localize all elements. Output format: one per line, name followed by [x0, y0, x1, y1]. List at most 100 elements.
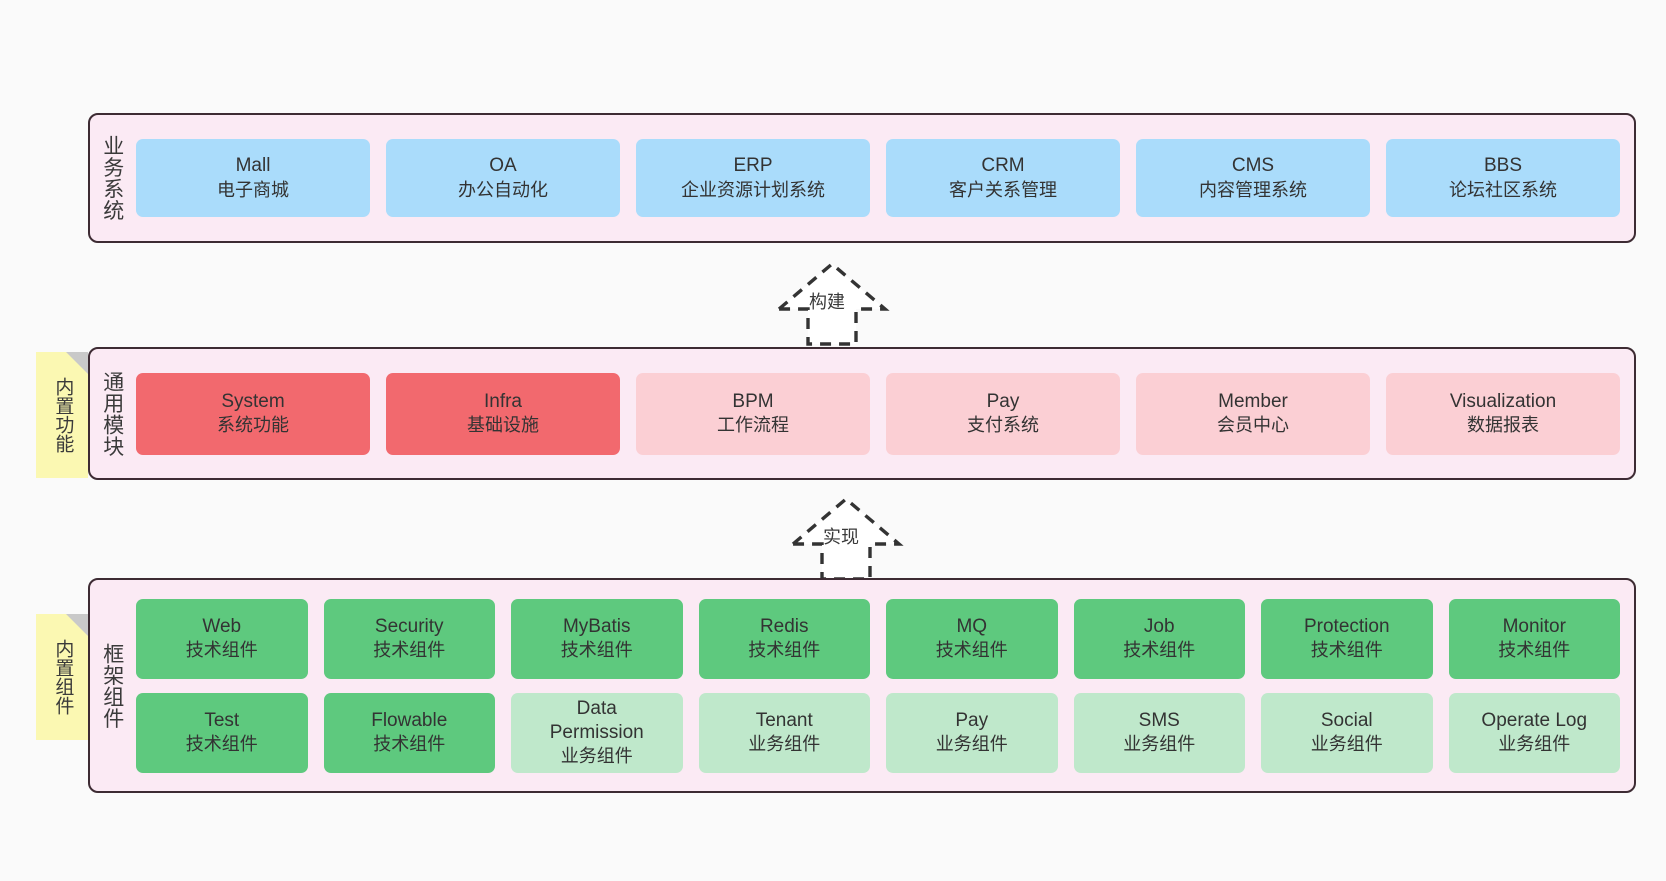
- card-subtitle: 基础设施: [467, 415, 539, 436]
- card-title: Operate Log: [1481, 709, 1588, 731]
- card-subtitle: 业务组件: [1498, 734, 1571, 755]
- card-subtitle: 技术组件: [1123, 640, 1196, 661]
- card-monitor[interactable]: Monitor 技术组件: [1448, 598, 1620, 679]
- layer-body-business-systems: Mall 电子商城 OA 办公自动化 ERP 企业资源计划系统 CRM 客户关系…: [134, 115, 1634, 241]
- card-infra[interactable]: Infra 基础设施: [386, 372, 620, 455]
- card-row: Mall 电子商城 OA 办公自动化 ERP 企业资源计划系统 CRM 客户关系…: [136, 139, 1620, 217]
- card-subtitle: 工作流程: [717, 415, 789, 436]
- card-title: Visualization: [1449, 390, 1557, 412]
- layer-title-framework-components: 框架组件: [100, 642, 124, 729]
- card-cms[interactable]: CMS 内容管理系统: [1136, 139, 1370, 217]
- card-erp[interactable]: ERP 企业资源计划系统: [636, 139, 870, 217]
- card-pay-module[interactable]: Pay 支付系统: [886, 372, 1120, 455]
- card-operate-log[interactable]: Operate Log 业务组件: [1448, 692, 1620, 773]
- card-subtitle: 业务组件: [935, 734, 1008, 755]
- card-title: Job: [1143, 615, 1175, 637]
- card-title: Mall: [235, 155, 271, 177]
- card-mall[interactable]: Mall 电子商城: [136, 139, 370, 217]
- card-subtitle: 技术组件: [185, 734, 258, 755]
- card-subtitle: 系统功能: [217, 415, 289, 436]
- card-oa[interactable]: OA 办公自动化: [386, 139, 620, 217]
- card-subtitle: 数据报表: [1467, 415, 1539, 436]
- card-subtitle: 业务组件: [1310, 734, 1383, 755]
- card-title: Data Permission: [549, 697, 644, 743]
- sticky-note-label: 内置功能: [52, 377, 74, 453]
- layer-title-business-systems: 业务系统: [100, 135, 124, 221]
- card-title: MyBatis: [562, 615, 631, 637]
- card-title: Member: [1218, 390, 1288, 412]
- card-subtitle: 技术组件: [935, 640, 1008, 661]
- card-bbs[interactable]: BBS 论坛社区系统: [1386, 139, 1620, 217]
- card-title: Redis: [759, 615, 809, 637]
- card-subtitle: 论坛社区系统: [1449, 179, 1557, 200]
- card-sms[interactable]: SMS 业务组件: [1073, 692, 1245, 773]
- card-tenant[interactable]: Tenant 业务组件: [698, 692, 870, 773]
- sticky-note-builtin-features: 内置功能: [36, 352, 88, 478]
- card-title: Tenant: [755, 709, 813, 731]
- card-visualization[interactable]: Visualization 数据报表: [1386, 372, 1620, 455]
- card-subtitle: 技术组件: [373, 640, 446, 661]
- card-subtitle: 客户关系管理: [949, 179, 1057, 200]
- layer-panel-business-systems: 业务系统 Mall 电子商城 OA 办公自动化 ERP 企业资源计划系统 CRM…: [88, 113, 1636, 243]
- card-flowable[interactable]: Flowable 技术组件: [323, 692, 495, 773]
- card-row: System 系统功能 Infra 基础设施 BPM 工作流程 Pay 支付系统…: [136, 372, 1620, 455]
- card-pay-component[interactable]: Pay 业务组件: [886, 692, 1058, 773]
- connector-arrow-build: 构建: [752, 258, 912, 348]
- layer-body-common-modules: System 系统功能 Infra 基础设施 BPM 工作流程 Pay 支付系统…: [134, 349, 1634, 478]
- card-title: Social: [1320, 709, 1373, 731]
- card-title: MQ: [956, 615, 988, 637]
- card-mybatis[interactable]: MyBatis 技术组件: [511, 598, 683, 679]
- card-title: Security: [374, 615, 444, 637]
- block-arrow-up-icon: [774, 261, 890, 346]
- card-security[interactable]: Security 技术组件: [323, 598, 495, 679]
- connector-label-implement: 实现: [823, 527, 859, 547]
- card-row: Web 技术组件 Security 技术组件 MyBatis 技术组件 Redi…: [136, 598, 1620, 679]
- card-subtitle: 技术组件: [185, 640, 258, 661]
- layer-title-common-modules: 通用模块: [100, 370, 124, 457]
- card-test[interactable]: Test 技术组件: [136, 692, 308, 773]
- card-title: System: [221, 390, 285, 412]
- card-title: Pay: [986, 390, 1020, 412]
- card-title: Web: [202, 615, 242, 637]
- card-redis[interactable]: Redis 技术组件: [698, 598, 870, 679]
- card-system[interactable]: System 系统功能: [136, 372, 370, 455]
- card-subtitle: 会员中心: [1217, 415, 1289, 436]
- card-subtitle: 办公自动化: [458, 179, 548, 200]
- card-title: Pay: [955, 709, 989, 731]
- layer-panel-framework-components: 框架组件 Web 技术组件 Security 技术组件 MyBatis 技术组件…: [88, 578, 1636, 793]
- sticky-note-builtin-components: 内置组件: [36, 614, 88, 740]
- card-title: CMS: [1231, 155, 1275, 177]
- card-bpm[interactable]: BPM 工作流程: [636, 372, 870, 455]
- card-title: ERP: [733, 155, 773, 177]
- card-title: BPM: [732, 390, 774, 412]
- card-data-permission[interactable]: Data Permission 业务组件: [511, 692, 683, 773]
- card-title: Protection: [1303, 615, 1390, 637]
- card-subtitle: 业务组件: [748, 734, 821, 755]
- card-protection[interactable]: Protection 技术组件: [1261, 598, 1433, 679]
- card-row: Test 技术组件 Flowable 技术组件 Data Permission …: [136, 692, 1620, 773]
- card-subtitle: 技术组件: [748, 640, 821, 661]
- card-job[interactable]: Job 技术组件: [1073, 598, 1245, 679]
- sticky-note-label: 内置组件: [52, 639, 74, 715]
- card-subtitle: 业务组件: [1123, 734, 1196, 755]
- card-crm[interactable]: CRM 客户关系管理: [886, 139, 1120, 217]
- card-subtitle: 电子商城: [217, 179, 289, 200]
- card-subtitle: 技术组件: [1498, 640, 1571, 661]
- card-title: OA: [489, 155, 517, 177]
- layer-body-framework-components: Web 技术组件 Security 技术组件 MyBatis 技术组件 Redi…: [134, 580, 1634, 791]
- card-social[interactable]: Social 业务组件: [1261, 692, 1433, 773]
- card-title: Flowable: [371, 709, 448, 731]
- card-subtitle: 技术组件: [1310, 640, 1383, 661]
- layer-panel-common-modules: 通用模块 System 系统功能 Infra 基础设施 BPM 工作流程 Pay…: [88, 347, 1636, 480]
- connector-arrow-implement: 实现: [766, 493, 926, 583]
- card-subtitle: 技术组件: [560, 640, 633, 661]
- card-web[interactable]: Web 技术组件: [136, 598, 308, 679]
- card-subtitle: 技术组件: [373, 734, 446, 755]
- card-member[interactable]: Member 会员中心: [1136, 372, 1370, 455]
- card-mq[interactable]: MQ 技术组件: [886, 598, 1058, 679]
- card-subtitle: 业务组件: [560, 746, 633, 767]
- card-title: SMS: [1138, 709, 1180, 731]
- card-subtitle: 企业资源计划系统: [681, 179, 825, 200]
- card-title: Test: [204, 709, 240, 731]
